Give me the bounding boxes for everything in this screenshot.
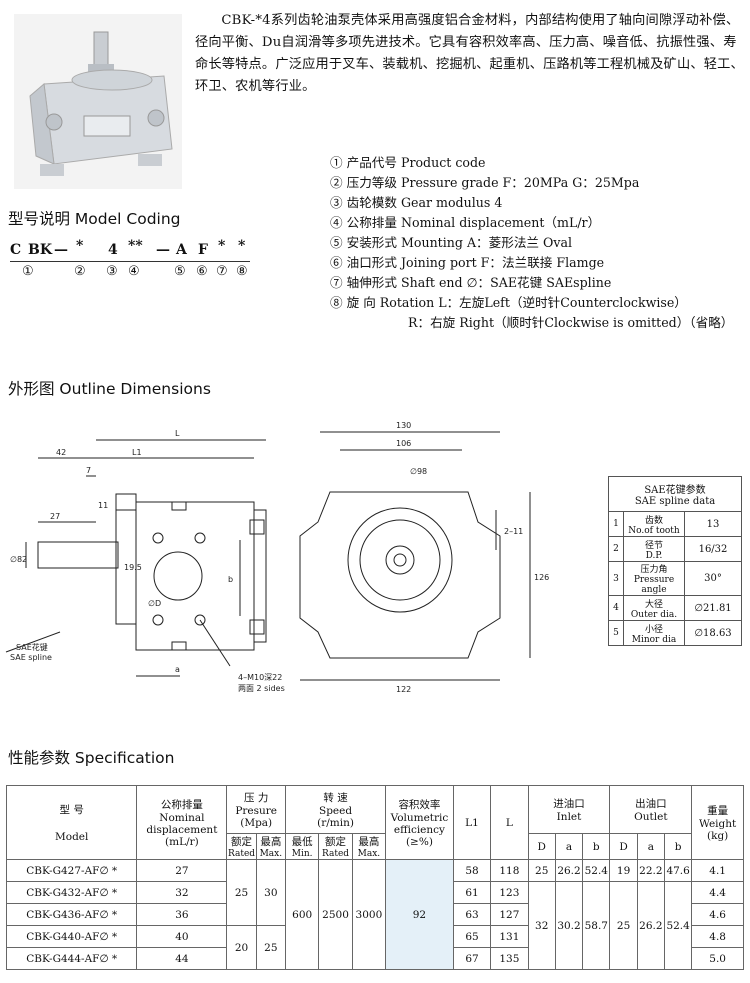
- label-sides: 两面 2 sides: [238, 684, 285, 693]
- def-2: ② 压力等级 Pressure grade F：20MPa G：25Mpa: [330, 175, 640, 190]
- col-L1: L1: [452, 785, 492, 860]
- code-dash: —: [54, 242, 68, 258]
- dim-19: 19.5: [124, 563, 142, 572]
- def-3: ③ 齿轮模数 Gear modulus 4: [330, 195, 503, 210]
- table-row: CBK-G432-AF∅ * 32 61 123 32 30.2 58.7 25…: [5, 881, 744, 970]
- table-row: CBK-G440-AF∅ * 40 20 25 65 131 4.8: [5, 925, 744, 970]
- model-coding-title: 型号说明 Model Coding: [8, 210, 181, 228]
- label-spline-cn: SAE花键: [16, 642, 48, 652]
- dim-130: 130: [396, 421, 411, 430]
- code-definitions: ① 产品代号 Product code ② 压力等级 Pressure grad…: [330, 153, 733, 333]
- code-num-2: ②: [74, 264, 86, 279]
- def-6: ⑥ 油口形式 Joining port F：法兰联接 Flamge: [330, 255, 605, 270]
- dim-L1: L1: [132, 448, 142, 457]
- dim-11: 11: [98, 501, 108, 510]
- table-row: CBK-G444-AF∅ * 44 67 135 5.0: [5, 947, 744, 970]
- code-num-6: ⑥: [196, 264, 208, 279]
- def-4: ④ 公称排量 Nominal displacement（mL/r）: [330, 215, 601, 230]
- dim-b: b: [228, 575, 233, 584]
- col-L: L: [490, 785, 529, 860]
- dim-L: L: [175, 429, 180, 438]
- dim-27: 27: [50, 512, 60, 521]
- dim-D: ∅D: [148, 599, 161, 608]
- outline-title: 外形图 Outline Dimensions: [8, 380, 211, 398]
- code-num-4: ④: [128, 264, 140, 279]
- def-5: ⑤ 安装形式 Mounting A：菱形法兰 Oval: [330, 235, 572, 250]
- dim-phi82: ∅82: [10, 555, 27, 564]
- code-star3: *: [218, 238, 226, 254]
- dim-42: 42: [56, 448, 66, 457]
- code-f: F: [198, 242, 208, 258]
- code-num-3: ③: [106, 264, 118, 279]
- code-num-8: ⑧: [236, 264, 248, 279]
- code-bk: BK: [28, 242, 53, 258]
- code-a: A: [176, 242, 187, 258]
- spline-table-header: SAE花键参数 SAE spline data: [608, 476, 742, 512]
- dim-126: 126: [534, 573, 549, 582]
- code-4: 4: [108, 242, 118, 258]
- intro-paragraph: CBK-*4系列齿轮油泵壳体采用高强度铝合金材料，内部结构使用了轴向间隙浮动补偿…: [195, 13, 744, 94]
- model-code: C BK — * 4 ** — A F * * ① ② ③ ④ ⑤ ⑥ ⑦ ⑧: [10, 238, 250, 292]
- code-num-1: ①: [22, 264, 34, 279]
- def-8b: R：右旋 Right（顺时针Clockwise is omitted）（省略）: [408, 315, 734, 330]
- label-thread: 4–M10深22: [238, 673, 282, 682]
- pump-photo: [14, 14, 182, 189]
- label-spline-en: SAE spline: [10, 653, 52, 662]
- def-1: ① 产品代号 Product code: [330, 155, 486, 170]
- dim-7: 7: [86, 466, 91, 475]
- dim-122: 122: [396, 685, 411, 694]
- spec-title: 性能参数 Specification: [8, 749, 175, 767]
- code-stars: **: [128, 238, 143, 254]
- code-star4: *: [238, 238, 246, 254]
- dim-98: ∅98: [410, 467, 427, 476]
- dim-2-11: 2–11: [504, 527, 523, 536]
- dim-106: 106: [396, 439, 411, 448]
- dim-a: a: [175, 665, 180, 674]
- outline-drawing: L L1 42 7 27 11 19.5 b ∅D a ∅82 SAE花键 SA…: [5, 421, 549, 694]
- def-7: ⑦ 轴伸形式 Shaft end ∅：SAE花键 SAEspline: [330, 275, 612, 290]
- table-row: CBK-G436-AF∅ * 36 63 127 4.6: [5, 903, 744, 926]
- table-row: CBK-G427-AF∅ * 27 25 30 600 2500 3000 92…: [5, 859, 744, 970]
- def-8: ⑧ 旋 向 Rotation L：左旋Left（逆时针Counterclockw…: [330, 295, 687, 310]
- code-star: *: [76, 238, 84, 254]
- code-num-5: ⑤: [174, 264, 186, 279]
- code-num-7: ⑦: [216, 264, 228, 279]
- code-c: C: [10, 242, 22, 258]
- code-dash2: —: [156, 242, 170, 258]
